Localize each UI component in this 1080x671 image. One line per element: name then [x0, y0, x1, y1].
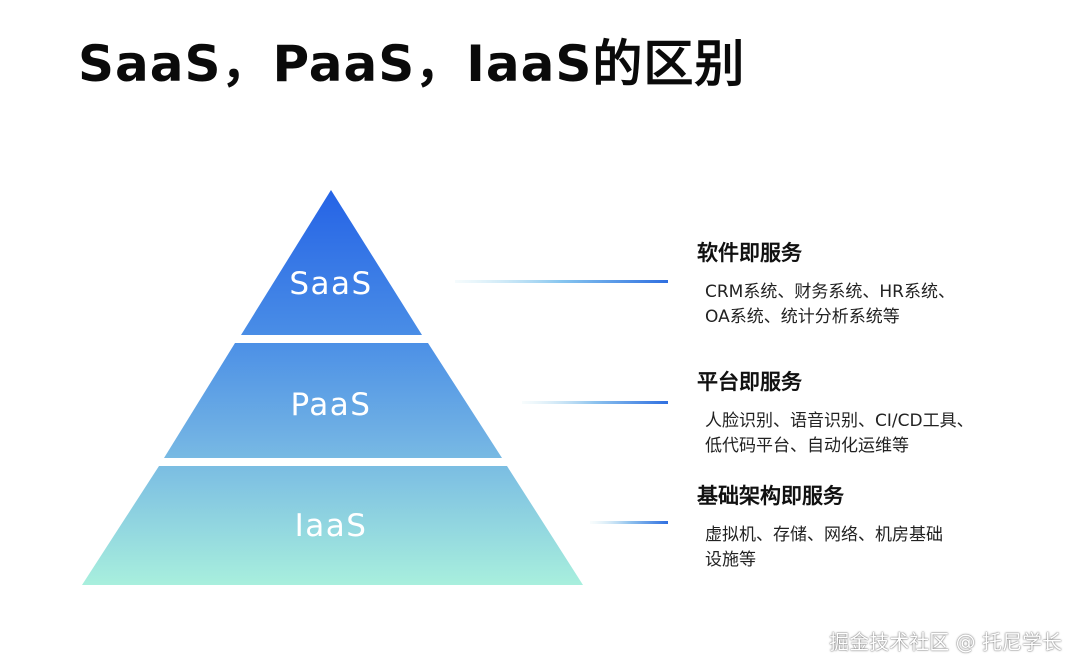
iaas-tier-label: IaaS: [295, 508, 368, 544]
iaas-description-block: 基础架构即服务 虚拟机、存储、网络、机房基础 设施等: [697, 483, 1067, 573]
iaas-tier: [82, 466, 583, 585]
saas-description: CRM系统、财务系统、HR系统、 OA系统、统计分析系统等: [697, 280, 1067, 330]
iaas-description-line: 虚拟机、存储、网络、机房基础: [705, 525, 943, 545]
paas-tier-label: PaaS: [291, 387, 372, 423]
saas-description-line: OA系统、统计分析系统等: [705, 307, 900, 327]
saas-connector-line: [455, 280, 668, 283]
paas-description-line: 低代码平台、自动化运维等: [705, 436, 909, 456]
paas-description: 人脸识别、语音识别、CI/CD工具、 低代码平台、自动化运维等: [697, 409, 1067, 459]
paas-description-line: 人脸识别、语音识别、CI/CD工具、: [705, 411, 974, 431]
saas-tier: [241, 190, 422, 335]
saas-description-block: 软件即服务 CRM系统、财务系统、HR系统、 OA系统、统计分析系统等: [697, 240, 1067, 330]
saas-tier-label: SaaS: [289, 266, 372, 302]
saas-heading: 软件即服务: [697, 241, 802, 265]
paas-connector-line: [522, 401, 668, 404]
iaas-connector-line: [590, 521, 668, 524]
paas-description-block: 平台即服务 人脸识别、语音识别、CI/CD工具、 低代码平台、自动化运维等: [697, 369, 1067, 459]
saas-description-line: CRM系统、财务系统、HR系统、: [705, 282, 955, 302]
iaas-description-line: 设施等: [705, 550, 756, 570]
page-title: SaaS，PaaS，IaaS的区别: [78, 35, 746, 93]
paas-heading: 平台即服务: [697, 370, 802, 394]
iaas-description: 虚拟机、存储、网络、机房基础 设施等: [697, 523, 1067, 573]
iaas-heading: 基础架构即服务: [697, 484, 844, 508]
watermark: 掘金技术社区 @ 托尼学长: [829, 630, 1062, 654]
paas-tier: [164, 343, 502, 458]
